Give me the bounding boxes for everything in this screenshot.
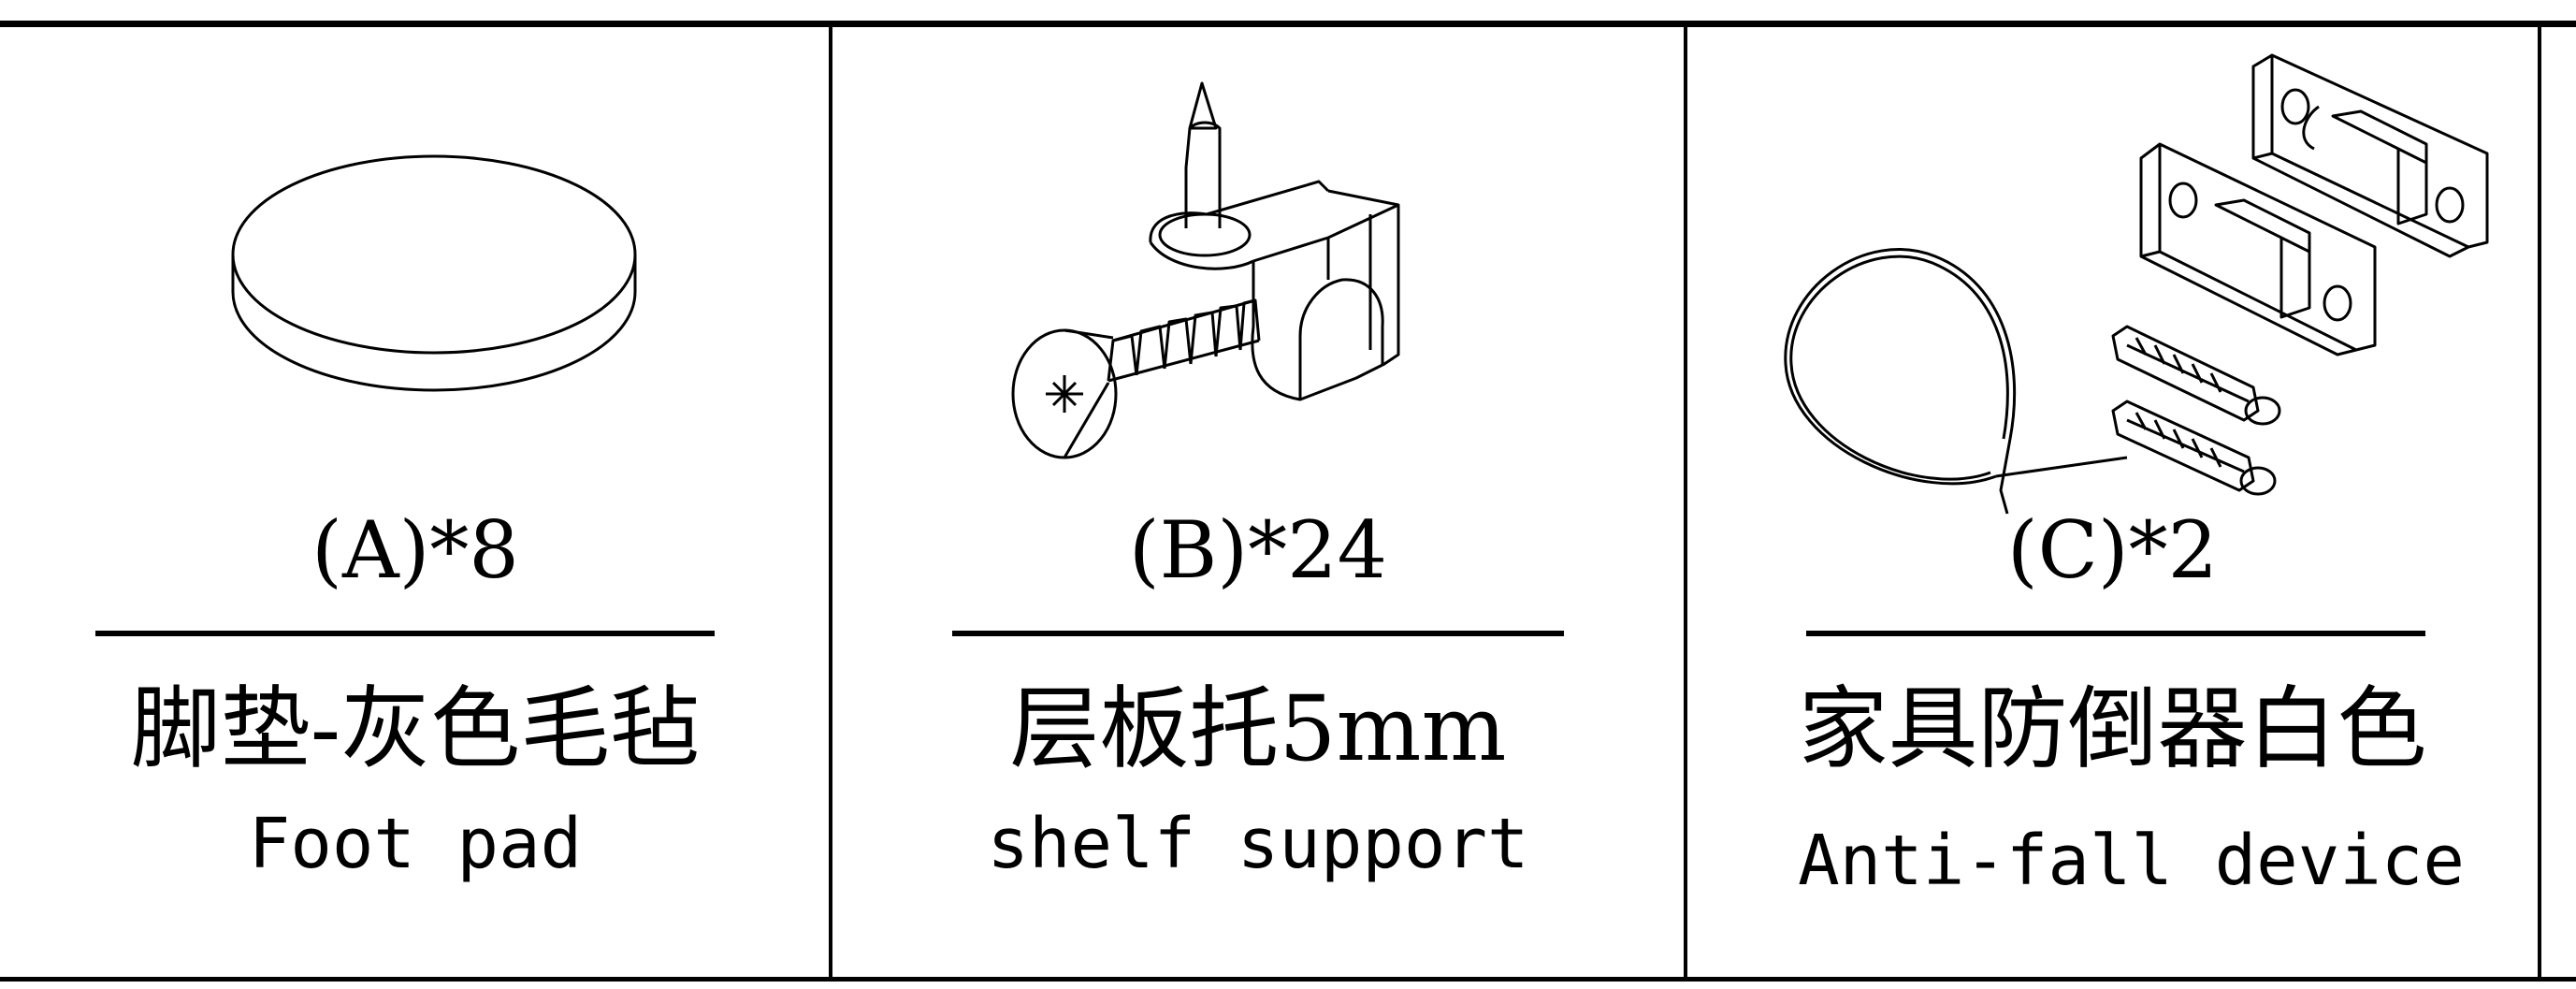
part-name-cn: 脚垫-灰色毛毡	[130, 676, 701, 781]
part-name-en: Foot pad	[248, 804, 583, 884]
part-underline	[952, 631, 1564, 636]
bottom-border	[0, 977, 2576, 982]
part-underline	[1806, 631, 2425, 636]
part-name-cn: 家具防倒器白色	[1798, 676, 2427, 781]
part-name-en: Anti-fall device	[1798, 821, 2465, 901]
part-code: (B)*24	[1128, 504, 1388, 596]
part-panel-b: (B)*24 层板托5mm shelf support	[832, 27, 1684, 977]
panel-divider	[1684, 24, 1687, 979]
anti-fall-kit-icon	[1784, 53, 2489, 515]
part-code: (A)*8	[311, 504, 519, 596]
panel-divider	[2538, 24, 2541, 979]
part-panel-a: (A)*8 脚垫-灰色毛毡 Foot pad	[0, 27, 831, 977]
part-panel-c: (C)*2 家具防倒器白色 Anti-fall device	[1687, 27, 2538, 977]
part-underline	[95, 631, 715, 636]
part-code: (C)*2	[2006, 504, 2219, 596]
panel-divider	[829, 24, 832, 979]
felt-foot-pad-icon	[231, 154, 637, 392]
part-name-cn: 层板托5mm	[1009, 676, 1507, 781]
shelf-support-screw-icon	[1011, 81, 1400, 459]
top-border	[0, 21, 2576, 27]
part-name-en: shelf support	[987, 804, 1529, 884]
